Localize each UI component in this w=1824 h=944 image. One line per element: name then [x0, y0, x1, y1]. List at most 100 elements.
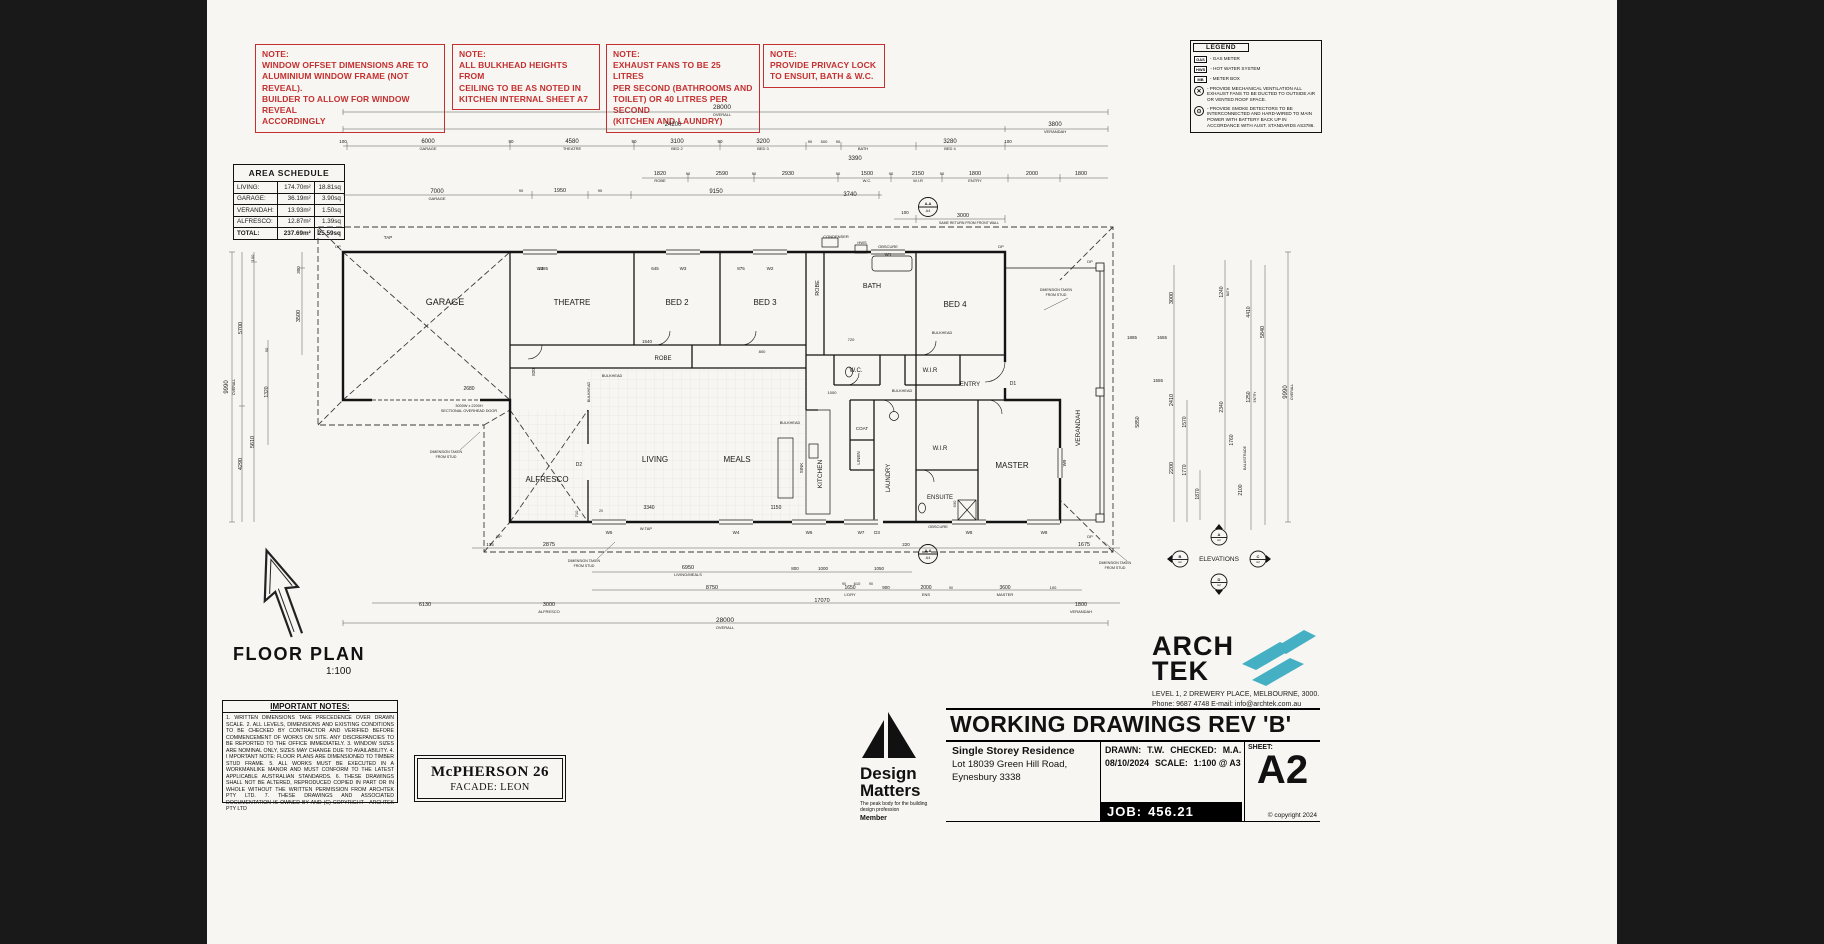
plan-annotation: W4 [537, 266, 544, 271]
windows [523, 249, 1063, 525]
plan-annotation: 1675 [1078, 542, 1090, 548]
plan-annotation: 710 [574, 510, 579, 517]
sheet-number-cell: SHEET: A2 © copyright 2024 [1245, 742, 1320, 821]
plan-annotation: 4290 [238, 458, 244, 470]
plan-annotation: 820 [531, 368, 536, 376]
legend-item-label: - PROVIDE SMOKE DETECTORS TO BE INTERCON… [1207, 105, 1315, 128]
plan-annotation: A [1218, 532, 1221, 537]
plan-annotation: 1000 [828, 390, 838, 395]
plan-annotation: MASTER [997, 592, 1014, 597]
plan-annotation: 6950 [682, 565, 694, 571]
plan-annotation: W2 [767, 266, 774, 271]
plan-annotation: 28000 [716, 617, 734, 624]
plan-annotation: W.C. [863, 178, 872, 183]
plan-annotation: W.I.R [913, 178, 923, 183]
scale-label: SCALE: [1155, 758, 1188, 768]
plan-annotation: 1540 [642, 339, 653, 344]
legend-item-mb: MB - METER BOX [1191, 74, 1321, 84]
plan-annotation: A2 [1256, 560, 1260, 564]
exhaust-fan-icon: ✕ [1194, 85, 1204, 96]
plan-annotation: W4 [733, 530, 740, 535]
plan-annotation: 2875 [543, 542, 555, 548]
legend-title: LEGEND [1193, 43, 1250, 52]
plan-annotation: BULKHEAD [892, 389, 913, 393]
plan-annotation: 1885 [1127, 335, 1138, 340]
plan-annotation: BATH [858, 146, 868, 151]
kitchen-island [777, 437, 794, 499]
plan-annotation: 1800 [1075, 602, 1087, 608]
plan-annotation: FROM STUD [1046, 293, 1067, 297]
legend-item-label: - GAS METER [1210, 55, 1240, 61]
legend-item-hws: HWS - HOT WATER SYSTEM [1191, 64, 1321, 74]
drawn-label: DRAWN: [1105, 745, 1142, 755]
legend-item-gas: GAS - GAS METER [1191, 54, 1321, 64]
plan-annotation: MEALS [723, 455, 750, 464]
plan-annotation: W1 [885, 252, 892, 257]
dimension-lines [229, 109, 1291, 626]
copyright-text: © copyright 2024 [1267, 812, 1317, 819]
note-title: NOTE: [770, 49, 797, 59]
plan-annotation: 100 [250, 254, 255, 261]
plan-annotation: A4 [926, 556, 931, 560]
plan-annotation: 1570 [1182, 416, 1188, 427]
condenser-unit [821, 237, 839, 248]
plan-annotation: 1555 [1153, 378, 1164, 383]
plan-annotation: 2590 [716, 171, 728, 177]
plan-annotation: 1050 [874, 566, 885, 571]
plan-annotation: 875 [737, 266, 745, 271]
plan-annotation: 6000 [421, 139, 435, 145]
plan-annotation: 930 [952, 500, 957, 507]
plan-annotation: FROM STUD [436, 455, 457, 459]
archtek-logo-bottom: TEK [1152, 655, 1209, 686]
plan-annotation: DIMENSION TAKEN [1099, 561, 1132, 565]
plan-annotation: 9150 [709, 189, 723, 195]
plan-annotation: THEATRE [563, 146, 582, 151]
design-matters-block: Design Matters The peak body for the bui… [860, 710, 952, 822]
plan-annotation: 1800 [969, 171, 981, 177]
legend-item-mech-vent: ✕ - PROVIDE MECHANICAL VENTILATION ALL E… [1191, 84, 1321, 104]
plan-annotation: W5 [606, 530, 613, 535]
plan-annotation: 28000 [713, 104, 731, 111]
plan-annotation: ROBE [654, 178, 666, 183]
job-number-badge: JOB: 456.21 [1101, 802, 1242, 821]
project-address-line1: Lot 18039 Green Hill Road, [952, 759, 1068, 770]
plan-annotation: ENSUITE [927, 495, 953, 501]
plan-annotation: 1500 [861, 171, 873, 177]
checked-value: M.A. [1222, 745, 1242, 755]
plan-annotation: 3280 [943, 139, 957, 145]
plan-annotation: SECTIONAL OVERHEAD DOOR [441, 409, 497, 413]
plan-annotation: 5840 [1260, 326, 1266, 338]
kitchen-sink [808, 443, 819, 459]
plan-annotation: W7 [858, 530, 865, 535]
plan-annotation: 2680 [463, 386, 474, 392]
plan-annotation: C [1257, 554, 1260, 559]
plan-annotation: 135 [486, 542, 494, 547]
plan-annotation: 4580 [565, 139, 579, 145]
plan-annotation: 17070 [814, 598, 829, 604]
plan-annotation: B [1179, 554, 1182, 559]
project-type: Single Storey Residence [952, 745, 1075, 757]
floor-plan-title: FLOOR PLAN [233, 644, 365, 664]
note-body: EXHAUST FANS TO BE 25 LITRES PER SECOND … [613, 60, 753, 127]
plan-annotation: 1250 [1246, 391, 1252, 402]
plan-annotation: DIMENSION TAKEN [568, 559, 601, 563]
toilet [845, 366, 853, 378]
plan-annotation: DP [335, 244, 341, 249]
plan-annotation: 90 [869, 582, 873, 586]
bath-tub [871, 255, 913, 272]
plan-annotation: 3000W x 2200H [455, 404, 482, 408]
note-body: WINDOW OFFSET DIMENSIONS ARE TO ALUMINIU… [262, 60, 429, 127]
plan-annotation: 3000 [1169, 292, 1175, 304]
floor-plan-scale: 1:100 [326, 666, 352, 677]
ensuite-toilet [918, 502, 926, 514]
plan-annotation: 3740 [843, 192, 857, 198]
plan-annotation: VERANDAH [1075, 410, 1082, 446]
job-value: 456.21 [1148, 804, 1194, 819]
project-address-line2: Eynesbury 3338 [952, 771, 1021, 783]
plan-annotation: ROBE [815, 280, 821, 296]
plan-annotation: 90 [752, 171, 757, 176]
plan-annotation: LINEN [856, 451, 861, 464]
plan-annotation: 1650 [844, 585, 855, 591]
plan-annotation: GARAGE [426, 297, 465, 307]
plan-annotation: FROM STUD [1105, 566, 1126, 570]
